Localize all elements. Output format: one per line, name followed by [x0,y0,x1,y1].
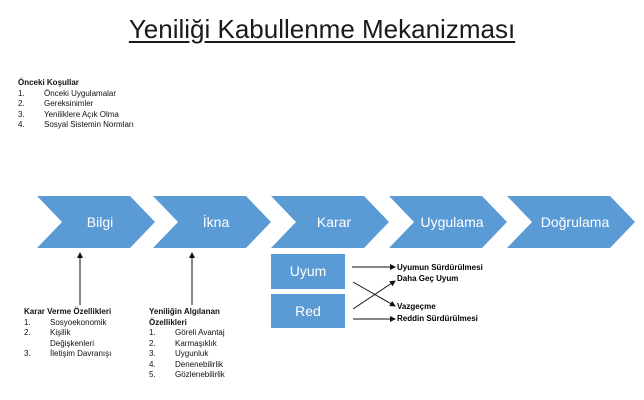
list-item: 2. Karmaşıklık [149,339,249,350]
stage-chevron [37,196,155,248]
item-number: 1. [149,328,156,337]
item-number: 4. [18,120,25,129]
list-item: 3. İletişim Davranışı [24,349,134,360]
item-number: 2. [18,99,25,108]
item-label: Karmaşıklık [175,338,217,348]
algilanan-ozellikler-list: Yeniliğin Algılanan Özellikleri 1. Göreli… [149,307,249,381]
item-label: Göreli Avantaj [175,328,225,337]
item-number: 2. [149,338,156,348]
item-number: 3. [24,349,31,358]
decision-label-uyum: Uyum [290,263,327,279]
decision-label-red: Red [295,303,321,319]
item-label: Kişilik Değişkenleri [50,328,95,348]
karar-verme-heading: Karar Verme Özellikleri [24,307,112,316]
item-number: 3. [149,349,156,358]
arrow-vazgecme [352,281,396,307]
stage-chevron [507,196,635,248]
list-item: 4. Denenebilirlik [149,360,249,371]
list-item: 4. Sosyal Sistemin Normları [18,120,134,131]
stage-label: Uygulama [420,214,483,230]
onceki-kosullar-heading: Önceki Koşullar [18,78,79,87]
item-number: 1. [24,317,31,327]
list-item: 3. Yeniliklere Açık Olma [18,110,134,121]
stage-chevron [271,196,389,248]
item-label: Gözlenebilirlik [175,370,225,379]
item-label: Gereksinimler [44,99,94,108]
list-item: 3. Uygunluk [149,349,249,360]
karar-verme-list: Karar Verme Özellikleri 1.Sosyoekonomik … [24,307,134,360]
stage-chevron [389,196,507,248]
item-label: Sosyoekonomik [50,317,107,327]
list-item: 5. Gözlenebilirlik [149,370,249,381]
list-item: 2. Gereksinimler [18,99,134,110]
onceki-kosullar-list: Önceki Koşullar 1. Önceki Uygulamalar 2. G… [18,78,134,131]
outcome-label: Reddin Sürdürülmesi [397,314,478,323]
item-number: 5. [149,370,156,379]
stage-chevron [153,196,271,248]
item-number: 2. [24,328,31,337]
stage-label: Karar [317,214,352,230]
algilanan-heading: Yeniliğin Algılanan Özellikleri [149,307,220,327]
item-number: 4. [149,359,156,369]
stage-label: Doğrulama [541,214,610,230]
list-item: 1. Önceki Uygulamalar [18,89,134,100]
outcome-label: Uyumun Sürdürülmesi [397,263,483,272]
item-label: Önceki Uygulamalar [44,88,117,98]
stage-label: Bilgi [87,214,113,230]
item-label: Uygunluk [175,349,209,358]
item-label: İletişim Davranışı [50,349,112,358]
list-item: 1. Sosyoekonomik [24,318,134,329]
list-item: 1. Göreli Avantaj [149,328,249,339]
stage-label: İkna [203,213,230,230]
item-label: Denenebilirlik [175,359,224,369]
item-label: Yeniliklere Açık Olma [44,109,119,119]
slide-title: Yeniliği Kabullenme Mekanizması [128,14,516,44]
outcome-label: Daha Geç Uyum [397,274,458,283]
decision-box-uyum [271,254,345,289]
item-number: 3. [18,109,25,119]
item-label: Sosyal Sistemin Normları [44,120,134,129]
outcome-label: Vazgeçme [397,302,436,311]
decision-box-red [271,294,345,328]
item-number: 1. [18,88,25,98]
arrow-daha-gec-uyum [352,280,396,310]
list-item: 2. Kişilik Değişkenleri [24,328,134,349]
